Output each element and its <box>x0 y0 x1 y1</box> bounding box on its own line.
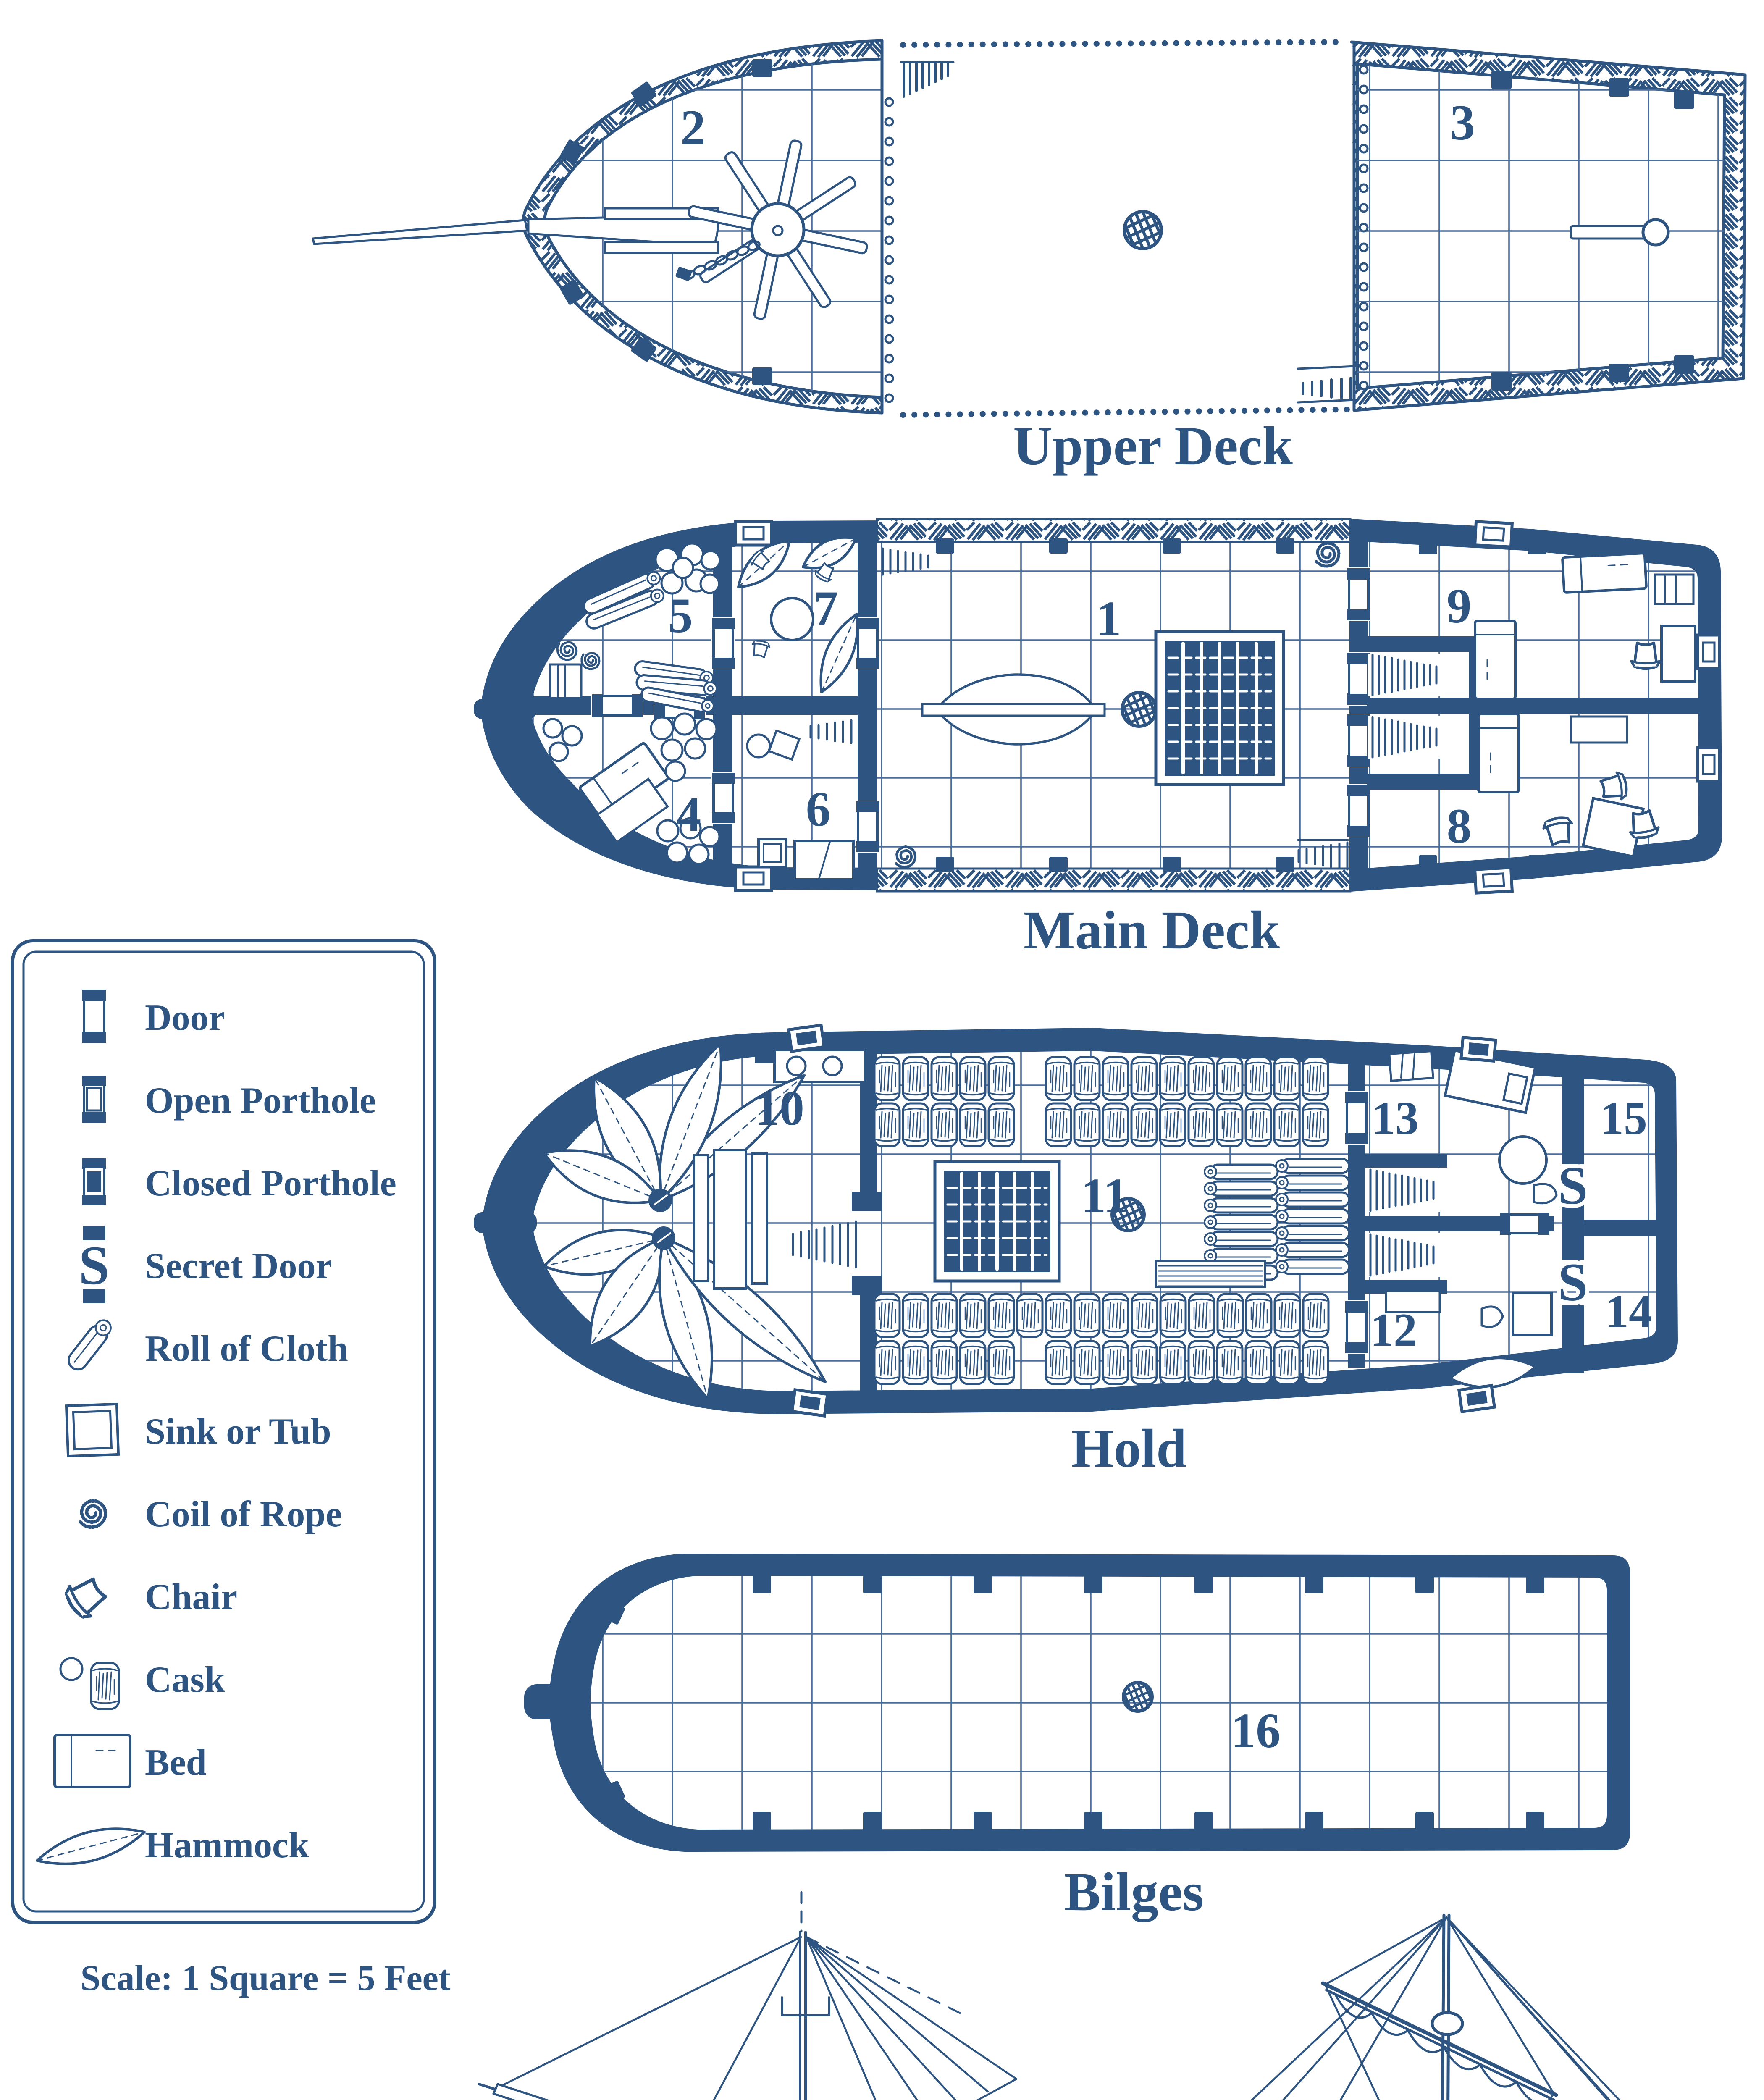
svg-text:5: 5 <box>668 588 693 643</box>
svg-text:14: 14 <box>1605 1286 1652 1338</box>
svg-text:Bed: Bed <box>145 1742 207 1783</box>
svg-text:16: 16 <box>1231 1703 1281 1758</box>
svg-text:7: 7 <box>814 581 838 636</box>
svg-text:1: 1 <box>1097 591 1121 646</box>
svg-text:4: 4 <box>677 787 701 842</box>
svg-text:13: 13 <box>1372 1092 1419 1144</box>
svg-text:Secret Door: Secret Door <box>145 1246 332 1286</box>
svg-text:Roll of Cloth: Roll of Cloth <box>145 1328 348 1369</box>
svg-text:S: S <box>1558 1156 1588 1215</box>
svg-text:Closed Porthole: Closed Porthole <box>145 1163 396 1204</box>
svg-text:Coil of Rope: Coil of Rope <box>145 1494 342 1535</box>
svg-text:Hammock: Hammock <box>145 1825 309 1866</box>
svg-text:S: S <box>79 1234 109 1296</box>
svg-text:Sink or Tub: Sink or Tub <box>145 1411 331 1452</box>
svg-text:Chair: Chair <box>145 1577 237 1617</box>
svg-text:12: 12 <box>1370 1304 1417 1356</box>
svg-text:S: S <box>1558 1252 1588 1312</box>
svg-text:6: 6 <box>806 782 831 837</box>
svg-text:Bilges: Bilges <box>1064 1862 1204 1922</box>
svg-text:2: 2 <box>680 100 706 155</box>
svg-text:11: 11 <box>1081 1168 1128 1223</box>
svg-text:3: 3 <box>1450 94 1475 150</box>
svg-text:Door: Door <box>145 998 225 1038</box>
svg-text:Cask: Cask <box>145 1659 225 1700</box>
svg-text:Main Deck: Main Deck <box>1024 900 1280 961</box>
svg-text:8: 8 <box>1447 798 1472 853</box>
svg-text:Open Porthole: Open Porthole <box>145 1080 376 1121</box>
svg-text:Scale: 1 Square = 5 Feet: Scale: 1 Square = 5 Feet <box>81 1958 451 1998</box>
svg-text:10: 10 <box>755 1081 804 1136</box>
svg-text:Hold: Hold <box>1071 1418 1187 1479</box>
svg-text:9: 9 <box>1447 578 1472 633</box>
svg-text:15: 15 <box>1600 1092 1647 1144</box>
svg-text:Upper Deck: Upper Deck <box>1013 416 1293 476</box>
